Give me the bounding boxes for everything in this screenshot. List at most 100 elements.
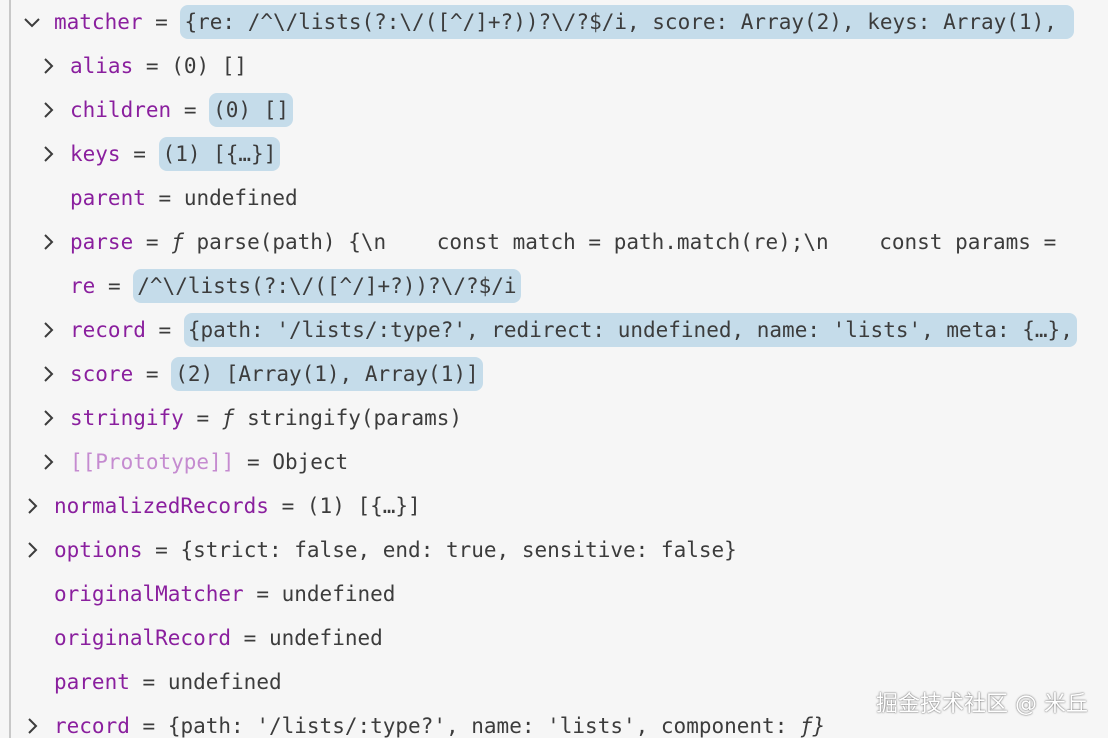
property-name: children xyxy=(70,98,172,122)
tree-row-content: options = {strict: false, end: true, sen… xyxy=(54,528,737,572)
watermark: 掘金技术社区 @ 米丘 xyxy=(876,692,1088,717)
chevron-right-icon[interactable] xyxy=(38,440,58,484)
tree-row-options[interactable]: options = {strict: false, end: true, sen… xyxy=(0,528,1108,572)
equals-sign: = xyxy=(247,450,260,474)
property-value[interactable]: stringify(params) xyxy=(247,406,463,430)
equals-sign: = xyxy=(196,406,210,430)
equals-sign: = xyxy=(133,142,146,166)
property-name: options xyxy=(54,538,143,562)
tree-row-normalizedRecords[interactable]: normalizedRecords = (1) [{…}] xyxy=(0,484,1108,528)
equals-sign: = xyxy=(142,714,156,738)
chevron-right-icon[interactable] xyxy=(38,220,58,264)
property-value[interactable]: /^\/lists(?:\/([^/]+?))?\/?$/i xyxy=(133,269,521,303)
tree-row-content: parent = undefined xyxy=(70,176,298,220)
property-name: score xyxy=(70,362,134,386)
property-value[interactable]: {path: '/lists/:type?', name: 'lists', c… xyxy=(167,714,800,738)
property-value: undefined xyxy=(281,582,396,606)
tree-row-content: originalRecord = undefined xyxy=(54,616,383,660)
chevron-right-icon[interactable] xyxy=(22,704,42,738)
tree-row-content: record = {path: '/lists/:type?', name: '… xyxy=(54,704,825,738)
chevron-down-icon[interactable] xyxy=(22,0,42,44)
tree-row-alias[interactable]: alias = (0) [] xyxy=(0,44,1108,88)
property-value[interactable]: Object xyxy=(272,450,349,474)
tree-row-originalMatcher[interactable]: originalMatcher = undefined xyxy=(0,572,1108,616)
function-icon: ƒ xyxy=(171,230,184,254)
property-name: alias xyxy=(70,54,134,78)
equals-sign: = xyxy=(158,186,172,210)
tree-row-re[interactable]: re = /^\/lists(?:\/([^/]+?))?\/?$/i xyxy=(0,264,1108,308)
tree-row-content: keys = (1) [{…}] xyxy=(70,132,281,176)
property-name: normalizedRecords xyxy=(54,494,269,518)
tree-row-parent[interactable]: parent = undefined xyxy=(0,176,1108,220)
equals-sign: = xyxy=(256,582,269,606)
function-icon: ƒ} xyxy=(799,714,826,738)
property-value[interactable]: (1) [{…}] xyxy=(158,137,281,171)
tree-row-content: normalizedRecords = (1) [{…}] xyxy=(54,484,421,528)
property-value[interactable]: (0) [] xyxy=(209,93,293,127)
tree-row-content: [[Prototype]] = Object xyxy=(70,440,348,484)
tree-row-originalRecord[interactable]: originalRecord = undefined xyxy=(0,616,1108,660)
property-name: originalRecord xyxy=(54,626,232,650)
equals-sign: = xyxy=(155,10,168,34)
property-name: keys xyxy=(70,142,121,166)
function-icon: ƒ xyxy=(221,406,235,430)
tree-row-content: parent = undefined xyxy=(54,660,282,704)
chevron-right-icon[interactable] xyxy=(38,308,58,352)
chevron-right-icon[interactable] xyxy=(38,132,58,176)
property-name: parent xyxy=(70,186,146,210)
tree-row-content: originalMatcher = undefined xyxy=(54,572,395,616)
chevron-right-icon[interactable] xyxy=(22,484,42,528)
property-name: matcher xyxy=(54,10,143,34)
tree-row-record-outer[interactable]: record = {path: '/lists/:type?', name: '… xyxy=(0,704,1108,738)
equals-sign: = xyxy=(243,626,257,650)
equals-sign: = xyxy=(107,274,121,298)
tree-row-keys[interactable]: keys = (1) [{…}] xyxy=(0,132,1108,176)
property-value[interactable]: (0) [] xyxy=(171,54,248,78)
tree-row-content: alias = (0) [] xyxy=(70,44,247,88)
tree-row-children[interactable]: children = (0) [] xyxy=(0,88,1108,132)
tree-row-content: children = (0) [] xyxy=(70,88,293,132)
tree-row-content: parse = ƒ parse(path) {\n const match = … xyxy=(70,220,1069,264)
equals-sign: = xyxy=(145,230,159,254)
property-name: re xyxy=(70,274,96,298)
property-name: originalMatcher xyxy=(54,582,244,606)
tree-row-matcher[interactable]: matcher = {re: /^\/lists(?:\/([^/]+?))?\… xyxy=(0,0,1108,44)
property-value[interactable]: parse(path) {\n const match = path.match… xyxy=(196,230,1069,254)
property-value: undefined xyxy=(268,626,383,650)
chevron-right-icon[interactable] xyxy=(38,396,58,440)
equals-sign: = xyxy=(145,362,159,386)
equals-sign: = xyxy=(145,54,159,78)
tree-row-record[interactable]: record = {path: '/lists/:type?', redirec… xyxy=(0,308,1108,352)
property-name: parent xyxy=(54,670,130,694)
property-value[interactable]: {re: /^\/lists(?:\/([^/]+?))?\/?$/i, sco… xyxy=(180,5,1074,39)
equals-sign: = xyxy=(281,494,295,518)
equals-sign: = xyxy=(158,318,172,342)
property-value[interactable]: (2) [Array(1), Array(1)] xyxy=(171,357,483,391)
tree-row-content: record = {path: '/lists/:type?', redirec… xyxy=(70,308,1077,352)
tree-row-content: re = /^\/lists(?:\/([^/]+?))?\/?$/i xyxy=(70,264,521,308)
property-value: undefined xyxy=(183,186,298,210)
chevron-right-icon[interactable] xyxy=(22,528,42,572)
equals-sign: = xyxy=(183,98,197,122)
property-value[interactable]: {path: '/lists/:type?', redirect: undefi… xyxy=(183,313,1077,347)
property-value[interactable]: (1) [{…}] xyxy=(306,494,421,518)
property-name: [[Prototype]] xyxy=(70,450,235,474)
property-name: stringify xyxy=(70,406,184,430)
tree-guide-line xyxy=(9,0,11,738)
chevron-right-icon[interactable] xyxy=(38,88,58,132)
chevron-right-icon[interactable] xyxy=(38,44,58,88)
tree-row-parent-outer[interactable]: parent = undefined xyxy=(0,660,1108,704)
equals-sign: = xyxy=(142,670,156,694)
tree-row-prototype[interactable]: [[Prototype]] = Object xyxy=(0,440,1108,484)
property-value[interactable]: {strict: false, end: true, sensitive: fa… xyxy=(180,538,737,562)
property-name: record xyxy=(70,318,146,342)
property-name: record xyxy=(54,714,130,738)
tree-row-content: stringify = ƒ stringify(params) xyxy=(70,396,462,440)
tree-row-parse[interactable]: parse = ƒ parse(path) {\n const match = … xyxy=(0,220,1108,264)
tree-row-score[interactable]: score = (2) [Array(1), Array(1)] xyxy=(0,352,1108,396)
chevron-right-icon[interactable] xyxy=(38,352,58,396)
property-name: parse xyxy=(70,230,134,254)
tree-row-stringify[interactable]: stringify = ƒ stringify(params) xyxy=(0,396,1108,440)
property-value: undefined xyxy=(167,670,282,694)
